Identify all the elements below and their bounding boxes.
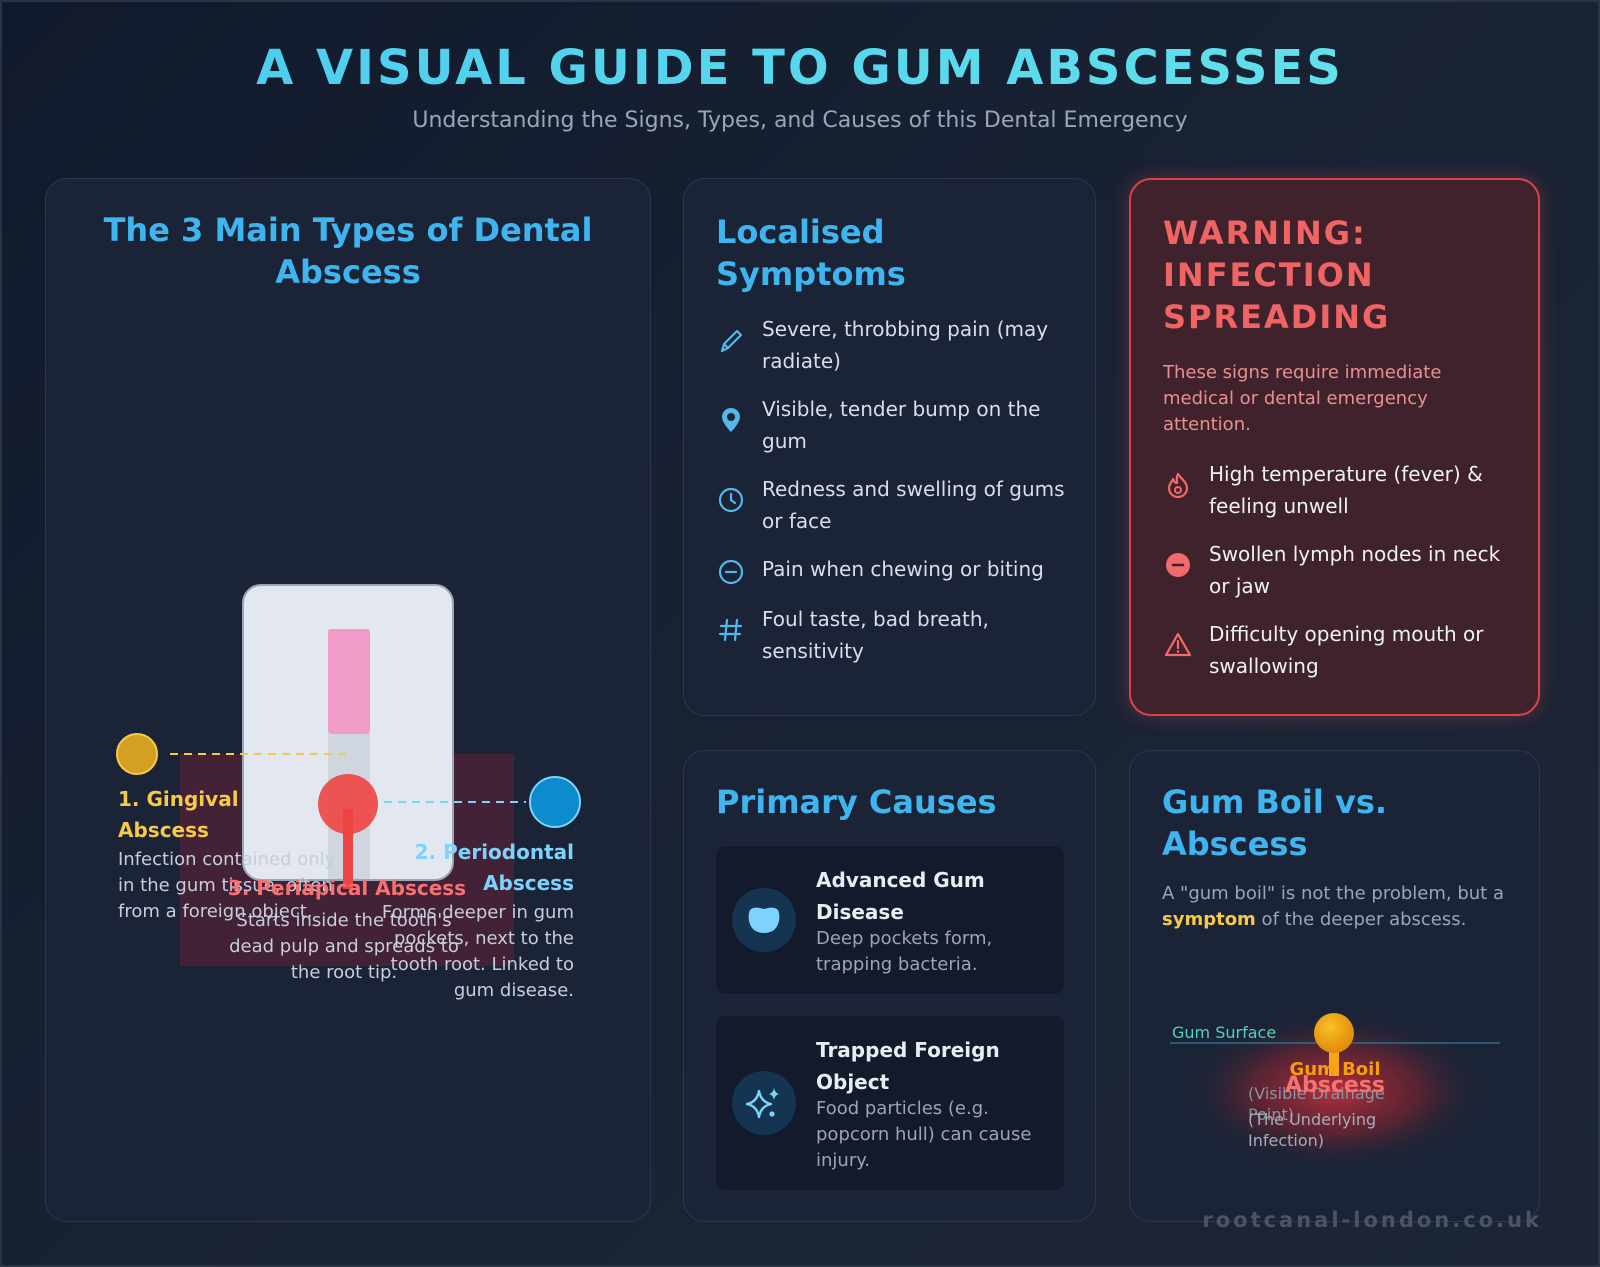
map-pin-icon <box>722 408 740 432</box>
symptom-text: Severe, throbbing pain (may radiate) <box>762 317 1049 373</box>
warning-card: WARNING: INFECTION SPREADING These signs… <box>1129 178 1540 716</box>
alert-triangle-icon <box>1164 632 1192 657</box>
cause-desc: Food particles (e.g. popcorn hull) can c… <box>816 1098 1032 1171</box>
warning-desc: These signs require immediate medical or… <box>1163 362 1442 435</box>
causes-card: Primary Causes Advanced Gum Disease Deep… <box>683 750 1096 1222</box>
periapical-channel <box>343 809 353 889</box>
periodontal-marker <box>529 776 581 828</box>
periodontal-desc: Forms deeper in gum pockets, next to the… <box>381 902 574 1001</box>
list-item: Difficulty opening mouth or swallowing <box>1163 618 1538 682</box>
cause-item: Trapped Foreign Object Food particles (e… <box>716 1016 1064 1190</box>
pen-icon <box>720 329 743 353</box>
boil-desc-highlight: symptom <box>1162 909 1256 930</box>
tooth-diagram <box>116 584 581 966</box>
boil-card: Gum Boil vs. Abscess A "gum boil" is not… <box>1129 750 1540 1222</box>
boil-diagram <box>1170 1013 1500 1169</box>
minus-circle-icon <box>718 559 744 585</box>
tooth-pulp <box>328 629 370 734</box>
symptoms-list: Severe, throbbing pain (may radiate) Vis… <box>716 313 1095 667</box>
boil-desc-suffix: of the deeper abscess. <box>1255 909 1467 930</box>
periapical-marker <box>318 774 378 834</box>
sparkle-icon <box>745 1088 779 1119</box>
flame-icon <box>1167 472 1189 499</box>
symptom-text: Foul taste, bad breath, sensitivity <box>762 607 989 663</box>
boil-desc: A "gum boil" is not the problem, but a s… <box>1162 881 1507 933</box>
minus-circle-icon <box>1166 553 1190 577</box>
list-item: Severe, throbbing pain (may radiate) <box>716 313 1095 377</box>
periodontal-label: 2. Periodontal Abscess <box>414 840 574 895</box>
boil-title: Gum Boil vs. Abscess <box>1162 783 1388 863</box>
cause-icon-badge <box>732 888 796 952</box>
gum-surface-label: Gum Surface <box>1172 1023 1277 1042</box>
list-item: Visible, tender bump on the gum <box>716 393 1095 457</box>
symptom-text: Visible, tender bump on the gum <box>762 397 1041 453</box>
list-item: High temperature (fever) & feeling unwel… <box>1163 458 1538 522</box>
abscess-glow <box>1185 1013 1485 1169</box>
types-card: The 3 Main Types of Dental Abscess 1. Gi… <box>45 178 651 1222</box>
gingival-label: 1. Gingival Abscess <box>118 787 239 842</box>
page-subtitle: Understanding the Signs, Types, and Caus… <box>412 108 1188 133</box>
warning-text: Swollen lymph nodes in neck or jaw <box>1209 542 1501 598</box>
list-item: Foul taste, bad breath, sensitivity <box>716 603 1095 667</box>
cause-icon-badge <box>732 1071 796 1135</box>
boil-desc-prefix: A "gum boil" is not the problem, but a <box>1162 883 1504 904</box>
header: A VISUAL GUIDE TO GUM ABSCESSES Understa… <box>0 40 1600 133</box>
footer-domain: rootcanal-london.co.uk <box>1202 1208 1542 1232</box>
warning-list: High temperature (fever) & feeling unwel… <box>1163 458 1538 682</box>
gingival-marker <box>116 733 158 775</box>
cause-item: Advanced Gum Disease Deep pockets form, … <box>716 846 1064 994</box>
symptom-text: Redness and swelling of gums or face <box>762 477 1065 533</box>
cause-title: Trapped Foreign Object <box>816 1038 1000 1094</box>
clock-icon <box>718 487 744 513</box>
periapical-label: 3. Periapical Abscess <box>227 876 467 900</box>
hash-icon <box>718 618 743 642</box>
cause-title: Advanced Gum Disease <box>816 868 985 924</box>
abscess-sub: (The Underlying Infection) <box>1248 1110 1377 1150</box>
gum-boil-sub: (Visible Drainage Point) <box>1248 1084 1385 1124</box>
gum-boil-marker <box>1314 1013 1354 1053</box>
warning-title: WARNING: INFECTION SPREADING <box>1163 214 1391 336</box>
tooth-icon <box>748 907 780 933</box>
abscess-label: Abscess <box>1284 1073 1386 1098</box>
gingival-desc: Infection contained only in the gum tiss… <box>118 849 336 922</box>
cause-desc: Deep pockets form, trapping bacteria. <box>816 928 993 975</box>
warning-text: Difficulty opening mouth or swallowing <box>1209 622 1484 678</box>
periapical-desc: Starts inside the tooth's dead pulp and … <box>229 910 459 983</box>
types-title: The 3 Main Types of Dental Abscess <box>103 211 593 291</box>
gum-boil-label: Gum Boil <box>1289 1059 1381 1080</box>
list-item: Swollen lymph nodes in neck or jaw <box>1163 538 1538 602</box>
symptoms-title: Localised Symptoms <box>716 213 906 293</box>
list-item: Pain when chewing or biting <box>716 553 1095 587</box>
symptom-text: Pain when chewing or biting <box>762 557 1044 581</box>
symptoms-card: Localised Symptoms Severe, throbbing pai… <box>683 178 1096 716</box>
warning-text: High temperature (fever) & feeling unwel… <box>1209 462 1483 518</box>
causes-title: Primary Causes <box>716 783 997 821</box>
page-title: A VISUAL GUIDE TO GUM ABSCESSES <box>0 40 1600 96</box>
boil-drainage-stem <box>1329 1046 1339 1076</box>
list-item: Redness and swelling of gums or face <box>716 473 1095 537</box>
